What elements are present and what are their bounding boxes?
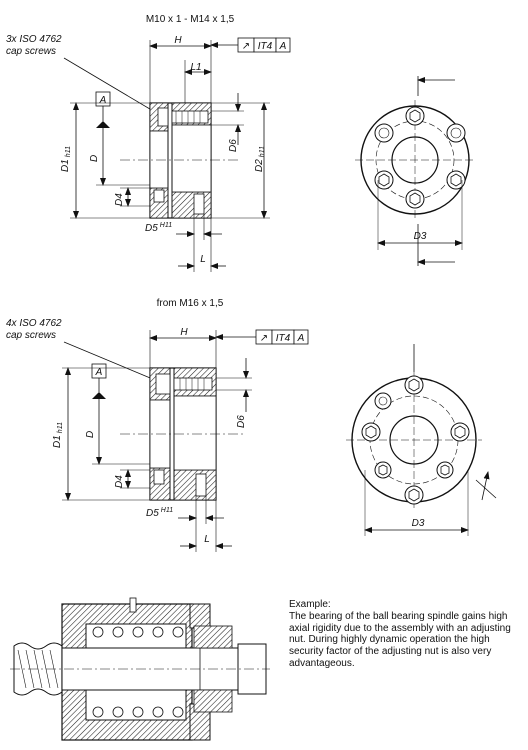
section-1-screw-note-line1: 3x ISO 4762 (6, 34, 62, 45)
dim-label-h-2: H (180, 327, 188, 338)
cap-screw-icon (157, 107, 169, 127)
dim-label-d1-2: D1h11 (52, 422, 64, 448)
nut-section-2 (120, 367, 246, 501)
example-description: The bearing of the ball bearing spindle … (289, 610, 511, 669)
section-2-screw-note-line1: 4x ISO 4762 (6, 318, 62, 329)
section-1-screw-note-line2: cap screws (6, 46, 56, 57)
section-1-front-view: D3 (355, 76, 475, 266)
nut-section-1 (120, 102, 240, 219)
section-2-side-view: from M16 x 1,5 4x ISO 4762 cap screws H … (6, 298, 309, 552)
tolerance-datum-2: A (297, 333, 305, 344)
section-2-front-view: D3 (346, 344, 497, 536)
dim-label-d: D (89, 155, 100, 162)
example-text-block: Example: The bearing of the ball bearing… (289, 599, 521, 670)
dim-label-d3: D3 (414, 231, 427, 242)
tolerance-value: IT4 (258, 41, 273, 52)
dim-label-d4: D4 (114, 193, 125, 206)
dim-label-l1: L1 (190, 62, 201, 73)
runout-icon-2: ↗ (260, 333, 268, 344)
dim-label-d-2: D (85, 431, 96, 438)
tolerance-datum: A (279, 41, 287, 52)
dim-label-d6: D6 (228, 139, 239, 152)
section-2-screw-note-line2: cap screws (6, 330, 56, 341)
datum-a-label-2: A (95, 367, 103, 378)
section-2-title: from M16 x 1,5 (157, 298, 224, 309)
dim-label-d2: D2h11 (254, 146, 266, 172)
dim-label-d6-2: D6 (236, 415, 247, 428)
tolerance-frame-2: ↗ IT4 A (215, 329, 309, 345)
section-1-title: M10 x 1 - M14 x 1,5 (146, 14, 235, 25)
datum-a-label: A (99, 95, 107, 106)
dim-label-h: H (174, 35, 182, 46)
example-heading: Example: (289, 599, 331, 610)
dim-label-d1: D1h11 (60, 146, 72, 172)
tolerance-frame-1: ↗ IT4 A (210, 37, 291, 53)
screw-note-leader (63, 57, 161, 116)
runout-icon: ↗ (242, 41, 250, 52)
dim-label-d3-2: D3 (412, 518, 425, 529)
dim-label-d4-2: D4 (114, 475, 125, 488)
dim-label-l: L (200, 254, 206, 265)
section-1-side-view: M10 x 1 - M14 x 1,5 3x ISO 4762 cap scre… (6, 14, 291, 272)
dim-label-l-2: L (204, 534, 210, 545)
assembly-example-drawing (10, 597, 270, 741)
datum-triangle (96, 121, 110, 128)
tolerance-value-2: IT4 (276, 333, 291, 344)
